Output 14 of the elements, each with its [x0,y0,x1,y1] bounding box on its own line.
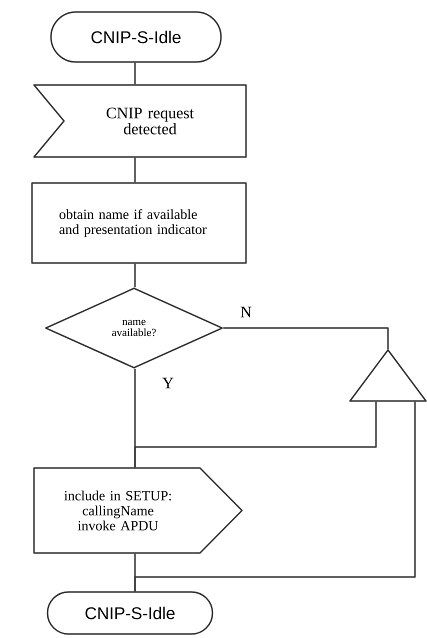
output-signal-box: include in SETUP: callingName invoke APDU [33,467,243,554]
connector-line [134,402,377,468]
connector-line [134,264,136,288]
connector-line [134,62,136,84]
input-signal-box: CNIP request detected [33,84,247,158]
connector-line [134,158,136,182]
process-box: obtain name if available and presentation indicator [31,182,247,264]
state-terminal: CNIP-S-Idle [46,591,214,635]
connector-line [223,327,389,350]
connector-line [134,554,136,592]
state-terminal: CNIP-S-Idle [50,11,222,63]
edge-label: N [239,306,253,318]
connector-triangle [349,349,427,402]
edge-label: Y [161,376,175,390]
